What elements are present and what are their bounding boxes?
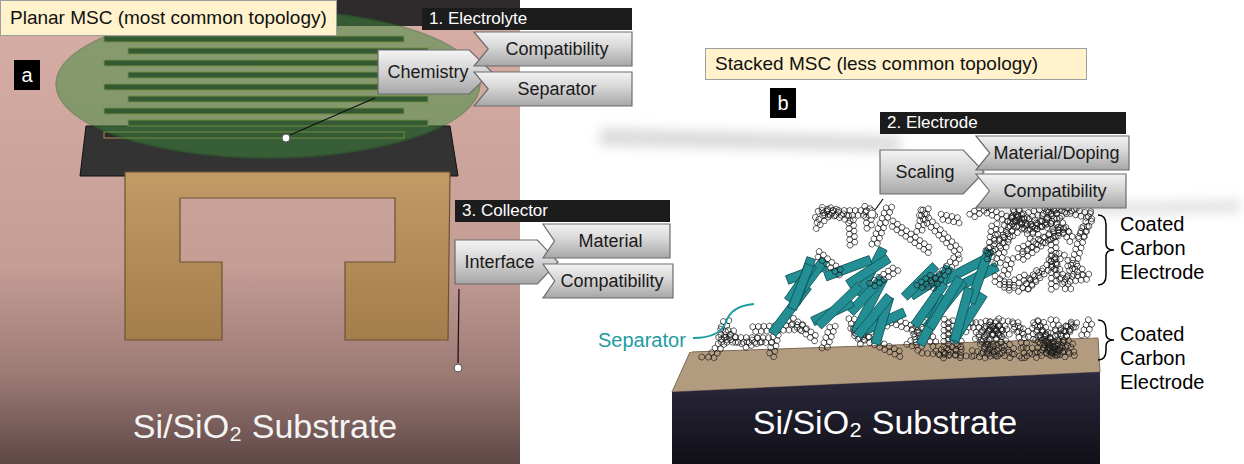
chevron-outline (543, 264, 673, 298)
callout-item: Interface (464, 252, 534, 273)
substrate-label: Si/SiO₂ Substrate (680, 402, 1090, 443)
callout-chevron: Material/Doping (976, 136, 1129, 170)
current-collector (125, 172, 450, 340)
callout-item: Scaling (895, 162, 954, 183)
chevron-outline (474, 72, 632, 106)
callout-group: 1. ElectrolyteChemistry CompatibilitySepa… (378, 8, 632, 106)
separator-rod (854, 293, 893, 338)
callout-dot (454, 364, 462, 372)
callout-chevron: Compatibility (474, 32, 632, 66)
separator-leader (693, 304, 754, 338)
callout-item: Material/Doping (993, 143, 1119, 164)
panel-letter: a (21, 64, 32, 87)
electrode-label: Coated Carbon Electrode (1120, 322, 1238, 394)
panel-title-box: Planar MSC (most common topology) (0, 0, 337, 36)
panel-letter-box: b (770, 88, 796, 118)
chevron-outline (474, 32, 632, 66)
callout-dot (868, 210, 876, 218)
carbon-electrode (812, 203, 1095, 294)
callout-chevron: Material (543, 224, 670, 258)
callout-item: Compatibility (560, 271, 663, 292)
separator-rod (815, 283, 863, 329)
callout-group: 2. ElectrodeScaling Material/DopingCompat… (880, 112, 1129, 208)
callout-item: Compatibility (505, 39, 608, 60)
callout-chevron: Compatibility (976, 174, 1126, 208)
callout-item: Compatibility (1003, 181, 1106, 202)
callout-chevron: Separator (474, 72, 632, 106)
callout-item: Material (578, 231, 642, 252)
leader-line (875, 199, 883, 210)
carbon-electrode (699, 316, 1095, 362)
chevron-outline (976, 136, 1129, 170)
callout-chevron: Compatibility (543, 264, 673, 298)
bracket (1098, 215, 1114, 285)
shadow-band (600, 128, 900, 152)
callout-heading: 1. Electrolyte (422, 8, 632, 30)
callout-heading: 2. Electrode (880, 112, 1126, 134)
panel-title-box: Stacked MSC (less common topology) (705, 48, 1087, 80)
chevron-outline (880, 150, 984, 194)
chevron-outline (543, 224, 670, 258)
callout-heading: 3. Collector (455, 200, 670, 222)
panel-title: Stacked MSC (less common topology) (715, 53, 1038, 75)
substrate-front (672, 372, 1100, 464)
callout-arrow: Scaling (880, 150, 984, 194)
callout-group: 3. CollectorInterface MaterialCompatibili… (455, 200, 673, 298)
electrode-label: Coated Carbon Electrode (1120, 212, 1238, 284)
panel-title: Planar MSC (most common topology) (10, 7, 327, 29)
panel-letter: b (777, 92, 788, 115)
leader-line (290, 98, 375, 135)
bracket (1098, 320, 1114, 360)
separator-rods (769, 246, 1000, 346)
separator-label: Separator (598, 328, 692, 352)
callout-arrow: Interface (455, 240, 558, 284)
chevron-outline (976, 174, 1126, 208)
callout-item: Chemistry (387, 62, 468, 83)
substrate-label: Si/SiO₂ Substrate (60, 406, 470, 447)
panel-letter-box: a (14, 60, 40, 90)
separator-rod (788, 263, 814, 310)
panel-background (0, 0, 520, 464)
callout-dot (282, 134, 290, 142)
callout-item: Separator (517, 79, 596, 100)
leader-line (458, 289, 459, 363)
chevron-outline (455, 240, 558, 284)
